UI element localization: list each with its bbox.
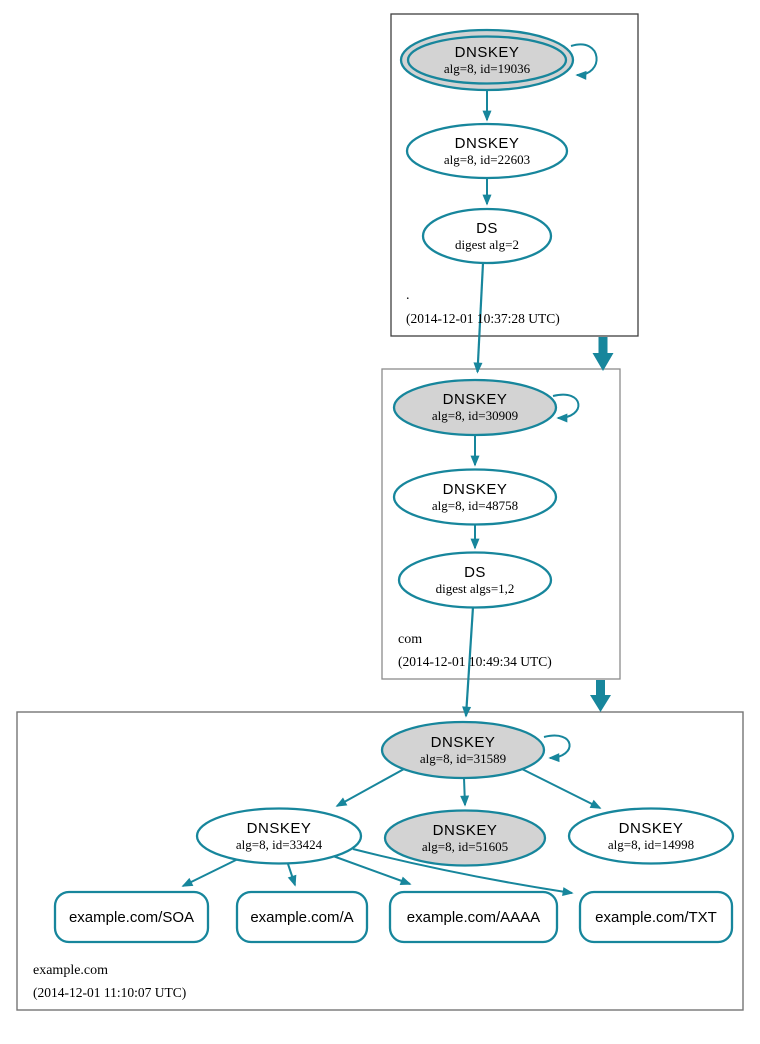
rrset-soa: example.com/SOA	[53, 890, 210, 944]
com-ksk-label: DNSKEY	[443, 391, 508, 408]
example-zsk-ellipse	[195, 807, 363, 865]
rrset-txt-label: example.com/TXT	[595, 909, 717, 926]
root-zsk-ellipse	[405, 122, 569, 180]
zone-com-timestamp: (2014-12-01 10:49:34 UTC)	[398, 654, 552, 669]
example-ksk-ellipse	[380, 720, 546, 780]
rrset-txt-rect	[578, 890, 734, 944]
example-key-51605-detail: alg=8, id=51605	[422, 839, 508, 854]
root-ds-label: DS	[476, 220, 498, 237]
com-zsk-ellipse	[392, 468, 558, 526]
edge-example-ksk-to-zsk	[335, 768, 405, 807]
zone-delegation-arrow-root-to-com	[592, 337, 614, 371]
edge-example-ksk-to-key-51605	[460, 777, 470, 807]
example-zsk-detail: alg=8, id=33424	[236, 837, 323, 852]
com-ksk-ellipse	[392, 378, 558, 437]
root-ksk-detail: alg=8, id=19036	[444, 61, 531, 76]
example-key-51605-ellipse	[383, 809, 547, 867]
com-ds-ellipse	[397, 551, 553, 609]
com-ds-label: DS	[464, 564, 486, 581]
root-zsk-label: DNSKEY	[455, 135, 520, 152]
edge-com-ksk-self-sign	[552, 393, 580, 423]
example-ksk-detail: alg=8, id=31589	[420, 751, 506, 766]
zone-com-name: com	[398, 632, 422, 647]
com-zsk-detail: alg=8, id=48758	[432, 498, 518, 513]
root-ds-detail: digest alg=2	[455, 237, 519, 252]
zone-example-name: example.com	[33, 963, 108, 978]
zone-root-timestamp: (2014-12-01 10:37:28 UTC)	[406, 311, 560, 326]
edge-example-ksk-self-sign	[543, 734, 571, 763]
example-key-14998-ellipse	[567, 807, 735, 865]
edge-example-zsk-to-aaaa	[332, 855, 412, 886]
example-key-14998-detail: alg=8, id=14998	[608, 837, 694, 852]
edge-example-zsk-to-a	[286, 860, 297, 887]
root-ksk-outer-ellipse	[399, 28, 575, 92]
node-com-ds: DS digest algs=1,2	[397, 551, 553, 609]
edge-root-ksk-self-sign	[570, 43, 598, 80]
example-key-14998-label: DNSKEY	[619, 820, 684, 837]
rrset-a-rect	[235, 890, 369, 944]
rrset-a-label: example.com/A	[250, 909, 353, 926]
root-ksk-label: DNSKEY	[455, 44, 520, 61]
example-key-51605-label: DNSKEY	[433, 822, 498, 839]
com-ksk-detail: alg=8, id=30909	[432, 408, 518, 423]
root-ds-ellipse	[421, 207, 553, 265]
com-ds-detail: digest algs=1,2	[436, 581, 515, 596]
zone-example-timestamp: (2014-12-01 11:10:07 UTC)	[33, 985, 186, 1000]
example-ksk-label: DNSKEY	[431, 734, 496, 751]
zone-root-name: .	[406, 288, 410, 303]
rrset-aaaa-rect	[388, 890, 559, 944]
node-com-zsk: DNSKEY alg=8, id=48758	[392, 468, 558, 526]
rrset-soa-label: example.com/SOA	[69, 909, 194, 926]
rrset-a: example.com/A	[235, 890, 369, 944]
node-root-ksk: DNSKEY alg=8, id=19036	[399, 28, 575, 92]
root-zsk-detail: alg=8, id=22603	[444, 152, 530, 167]
root-ksk-inner-ellipse	[406, 35, 568, 85]
edge-example-zsk-to-soa	[181, 857, 241, 887]
edge-example-zsk-to-txt	[352, 848, 574, 897]
node-example-key-51605: DNSKEY alg=8, id=51605	[383, 809, 547, 867]
zone-delegation-arrow-com-to-example	[590, 680, 611, 712]
rrset-txt: example.com/TXT	[578, 890, 734, 944]
edge-example-ksk-to-key-14998	[521, 768, 602, 809]
edge-com-ds-to-example-ksk	[462, 606, 475, 718]
node-example-zsk: DNSKEY alg=8, id=33424	[195, 807, 363, 865]
edge-root-ds-to-com-ksk	[473, 262, 485, 374]
node-example-ksk: DNSKEY alg=8, id=31589	[380, 720, 546, 780]
rrset-soa-rect	[53, 890, 210, 944]
node-example-key-14998: DNSKEY alg=8, id=14998	[567, 807, 735, 865]
node-com-ksk: DNSKEY alg=8, id=30909	[392, 378, 558, 437]
example-zsk-label: DNSKEY	[247, 820, 312, 837]
rrset-aaaa: example.com/AAAA	[388, 890, 559, 944]
node-root-zsk: DNSKEY alg=8, id=22603	[405, 122, 569, 180]
com-zsk-label: DNSKEY	[443, 481, 508, 498]
rrset-aaaa-label: example.com/AAAA	[407, 909, 540, 926]
node-root-ds: DS digest alg=2	[421, 207, 553, 265]
